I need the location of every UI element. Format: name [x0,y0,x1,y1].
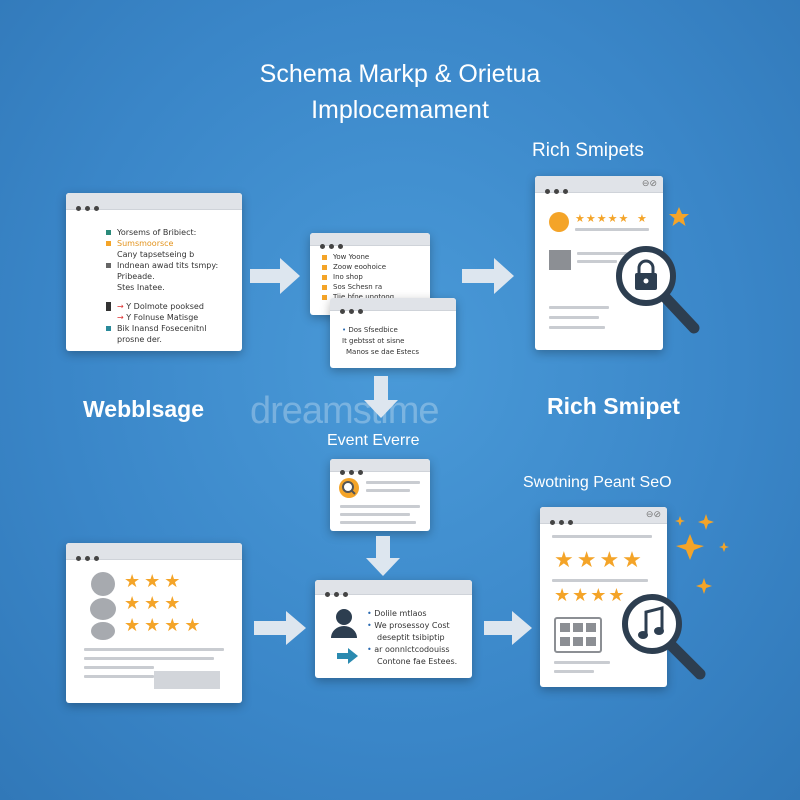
lock-icon [635,259,657,290]
arrow-icon [484,611,532,645]
watermark: dreamstime [250,390,439,432]
code-window-2: • Dos Sfsedbice It gebtsst ot sisne Mano… [330,298,456,368]
arrow-icon [254,611,306,645]
star-rating: ★★★★ [124,615,205,635]
person-icon [331,609,357,638]
flow-line: deseptit tsibiptip [377,633,445,642]
magnifier-icon [622,594,706,680]
webpage-line: Bik Inansd Fosecenitnl [117,324,207,333]
webpage-window-bottom: ★★★ ★★★ ★★★★ [66,543,242,703]
code-line: Ino shop [333,273,363,281]
star-rating: ★★★★★ [575,213,630,225]
swotning-label: Swotning Peant SeO [523,474,672,491]
webpage-line: Pribeade. [117,272,155,281]
window-titlebar: ⊖⊘ [540,507,667,525]
rating-badge [549,212,569,232]
star-icon: ★ [637,213,647,225]
window-titlebar [315,580,472,597]
window-titlebar [330,459,430,475]
star-rating: ★★★ [124,593,185,613]
magnifier-icon [616,246,700,334]
flow-line: ar oonnlctcodouiss [374,645,450,654]
webpage-window: Yorsems of Bribiect: Sumsmoorsce Cany ta… [66,193,242,351]
search-icon [339,478,359,498]
webpage-line: Sumsmoorsce [117,239,174,248]
window-titlebar [330,298,456,314]
arrow-icon [364,376,398,418]
window-titlebar [310,233,430,249]
sparkle-icon [675,514,729,594]
flow-line: Dolile mtlaos [374,609,427,618]
flow-window: • Dolile mtlaos • We prosessoy Cost dese… [315,580,472,678]
flow-line: We prosessoy Cost [374,621,450,630]
webpage-line: Cany tapsetseing b [117,250,195,259]
code-line: Tiie bfoe unotoog [333,293,395,301]
webpage-line: Stes Inatee. [117,283,165,292]
code-line: Dos Sfsedbice [348,326,398,334]
webpage-line: Y Dolmote pooksed [126,302,204,311]
arrow-icon [366,536,400,576]
webpage-line: Indnean awad tits tsmpy: [117,261,219,270]
webpage-line: prosne der. [117,335,162,344]
event-window [330,459,430,531]
arrow-icon [337,648,358,664]
flow-line: Contone fae Estees. [377,657,458,666]
window-titlebar [66,193,242,211]
window-titlebar [66,543,242,561]
code-line: Sos Schesn ra [333,283,383,291]
rich-snippets-top-label: Rich Smipets [532,140,644,161]
star-rating: ★★★★ [554,585,627,605]
arrow-icon [250,258,300,294]
rich-snippet-label: Rich Smipet [547,393,680,419]
event-label: Event Everre [327,432,420,449]
image-placeholder [549,250,571,270]
image-gallery-icon [554,617,602,653]
music-note-icon [638,606,664,639]
diagram-title-line2: Implocemament [311,96,489,124]
rich-snippet-window-bottom: ⊖⊘ ★★★★ ★★★★ [540,507,667,687]
window-titlebar: ⊖⊘ [535,176,663,194]
star-rating: ★★★★ [554,547,645,572]
diagram-title-line1: Schema Markp & Orietua [259,60,541,88]
person-icon [90,572,116,640]
webpage-line: Y Folnuse Matisge [126,313,199,322]
code-line: Zoow eoohoice [333,263,387,271]
webpage-label: Webblsage [83,396,204,422]
code-line: Manos se dae Estecs [346,348,419,356]
star-icon [669,207,689,226]
arrow-icon [462,258,514,294]
code-line: Yow Yoone [333,253,370,261]
star-rating: ★★★ [124,571,185,591]
code-line: It gebtsst ot sisne [342,337,405,345]
webpage-line: Yorsems of Bribiect: [117,228,197,237]
button-placeholder [154,671,220,689]
